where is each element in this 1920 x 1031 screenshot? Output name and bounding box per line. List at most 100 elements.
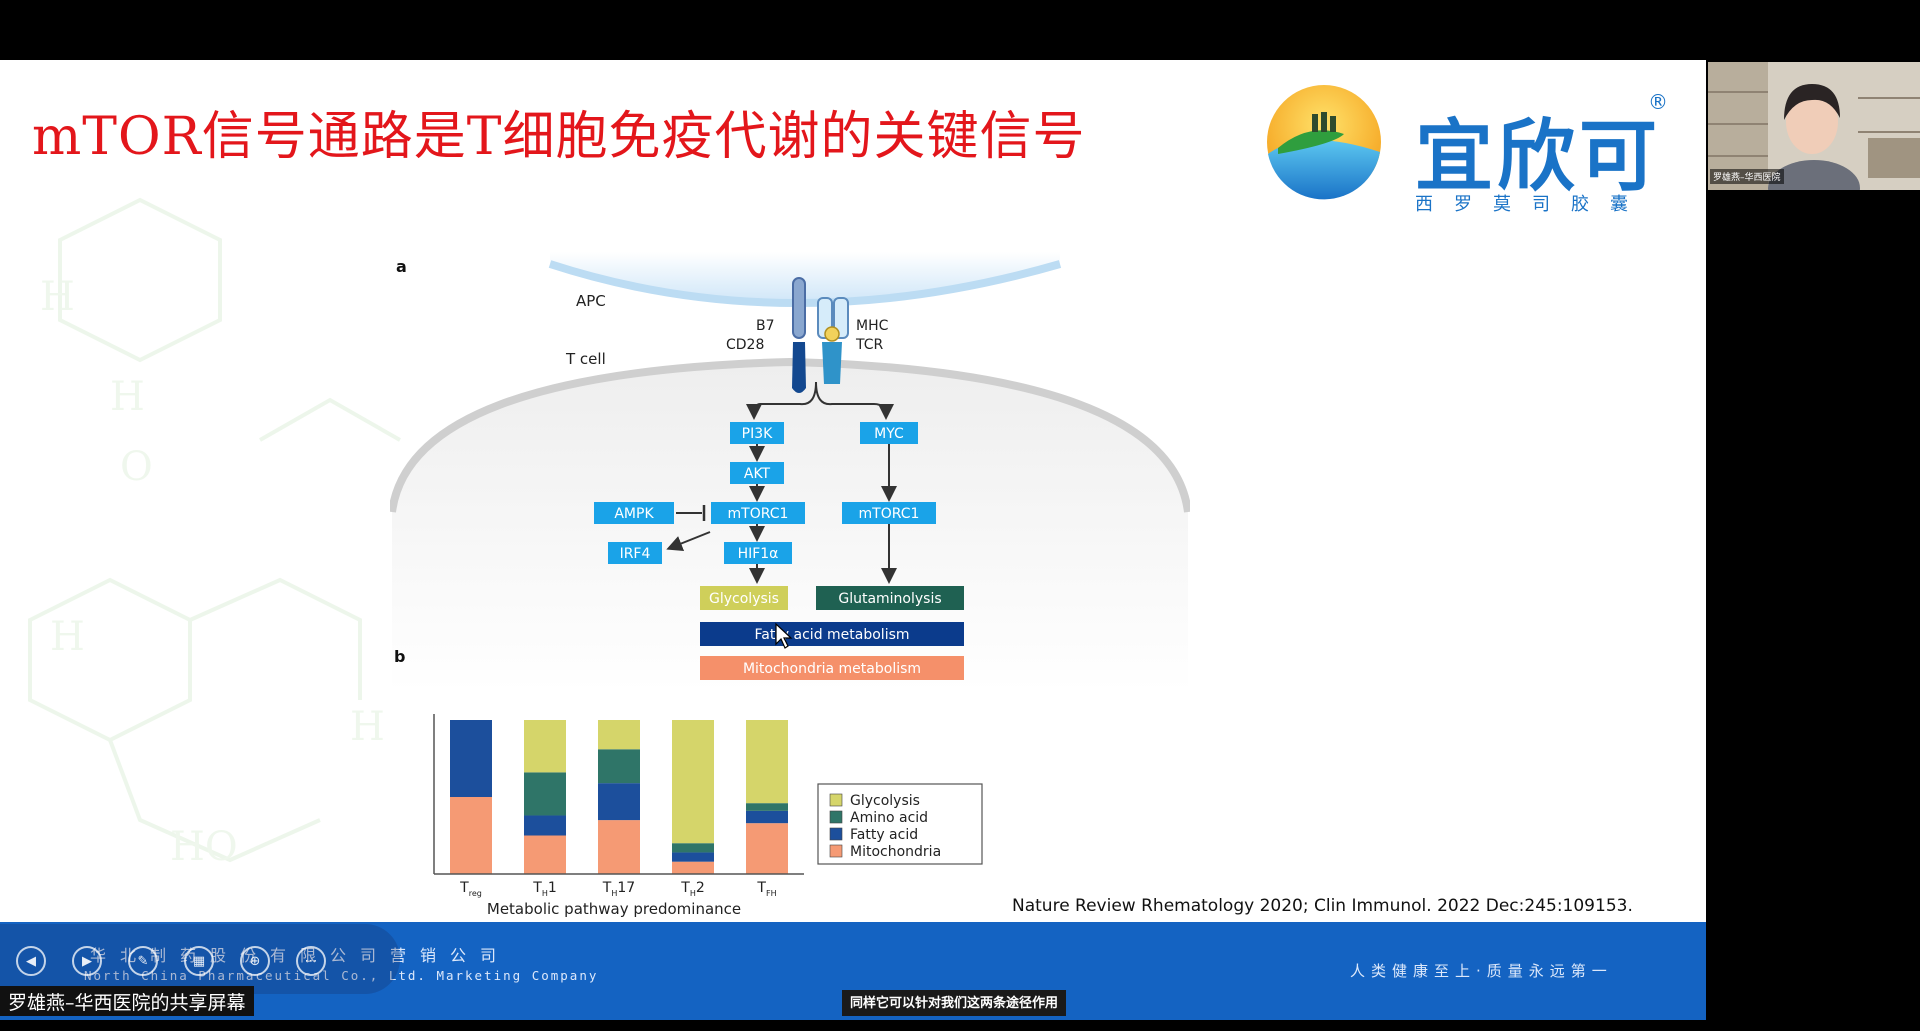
panel-label-b: b bbox=[394, 647, 405, 666]
tcr-label: TCR bbox=[855, 337, 884, 353]
legend-label-3: Mitochondria bbox=[850, 844, 941, 860]
pen-icon[interactable]: ✎ bbox=[128, 946, 158, 976]
node-pi3k: PI3K bbox=[730, 422, 784, 444]
legend-box bbox=[817, 783, 983, 865]
cd28-label: CD28 bbox=[726, 337, 764, 353]
citation: Nature Review Rhematology 2020; Clin Imm… bbox=[1012, 896, 1633, 916]
node-mitochondria: Mitochondria metabolism bbox=[700, 656, 964, 680]
previous-slide-icon[interactable]: ◀ bbox=[16, 946, 46, 976]
registered-mark: ® bbox=[1648, 90, 1668, 114]
bar-segment-glycolysis-2 bbox=[598, 720, 640, 750]
svg-text:mTORC1: mTORC1 bbox=[728, 506, 789, 522]
node-myc: MYC bbox=[860, 422, 918, 444]
tcell-label: T cell bbox=[565, 350, 606, 368]
bar-segment-mitochondria-3 bbox=[672, 861, 714, 874]
svg-text:H: H bbox=[350, 704, 385, 750]
zoom-icon[interactable]: ⊕ bbox=[240, 946, 270, 976]
svg-text:HO: HO bbox=[170, 824, 238, 870]
svg-text:MYC: MYC bbox=[874, 426, 904, 442]
legend-swatch-3 bbox=[829, 844, 843, 858]
brand-logo: 宜欣可 ® 西罗莫司胶囊 bbox=[1262, 82, 1682, 215]
node-mtorc1-right: mTORC1 bbox=[842, 502, 936, 524]
svg-text:Glycolysis: Glycolysis bbox=[709, 591, 779, 607]
panel-label-a: a bbox=[396, 257, 407, 276]
svg-text:H: H bbox=[50, 614, 85, 660]
legend-swatch-0 bbox=[829, 793, 843, 807]
bar-segment-fatty-acid-4 bbox=[746, 810, 788, 824]
legend-label-1: Amino acid bbox=[850, 810, 928, 826]
bar-segment-fatty-acid-3 bbox=[672, 852, 714, 862]
node-glycolysis: Glycolysis bbox=[700, 586, 788, 610]
bar-segment-fatty-acid-0 bbox=[450, 720, 492, 797]
bar-segment-mitochondria-1 bbox=[524, 835, 566, 874]
slogan: 人类健康至上·质量永远第一 bbox=[1350, 962, 1613, 980]
logo-brand-text: 宜欣可 bbox=[1415, 112, 1662, 202]
node-mtorc1-left: mTORC1 bbox=[711, 502, 805, 524]
node-fatty-acid: Fatty acid metabolism bbox=[700, 622, 964, 646]
live-caption: 同样它可以针对我们这两条途径作用 bbox=[842, 990, 1067, 1016]
bar-segment-glycolysis-1 bbox=[524, 720, 566, 773]
node-ampk: AMPK bbox=[594, 502, 674, 524]
legend-label-0: Glycolysis bbox=[850, 793, 920, 809]
svg-text:IRF4: IRF4 bbox=[620, 546, 651, 562]
x-axis-label: Metabolic pathway predominance bbox=[487, 900, 741, 918]
bar-segment-amino-acid-3 bbox=[672, 843, 714, 853]
svg-text:Fatty acid metabolism: Fatty acid metabolism bbox=[754, 627, 909, 643]
bar-segment-amino-acid-4 bbox=[746, 803, 788, 811]
more-options-icon[interactable]: ⋯ bbox=[296, 946, 326, 976]
apc-label: APC bbox=[576, 292, 606, 310]
x-tick-label-1: TH1 bbox=[532, 880, 557, 898]
legend-swatch-1 bbox=[829, 810, 843, 824]
svg-text:mTORC1: mTORC1 bbox=[859, 506, 920, 522]
company-name-en: North China Pharmaceutical Co., Ltd. Mar… bbox=[84, 968, 599, 983]
presentation-controls: ◀ ▶ ✎ ▦ ⊕ ⋯ bbox=[0, 924, 400, 994]
x-tick-label-0: Treg bbox=[459, 880, 482, 898]
pathway-diagram: a APC T cell B7 CD28 MHC TCR PI3K MYC AK… bbox=[390, 252, 1190, 692]
svg-text:Glutaminolysis: Glutaminolysis bbox=[838, 591, 941, 607]
bar-segment-glycolysis-4 bbox=[746, 720, 788, 804]
tcell-membrane bbox=[390, 357, 1190, 513]
bar-segment-amino-acid-2 bbox=[598, 749, 640, 784]
bar-segment-fatty-acid-2 bbox=[598, 783, 640, 821]
bar-segment-fatty-acid-1 bbox=[524, 815, 566, 836]
node-glutaminolysis: Glutaminolysis bbox=[816, 586, 964, 610]
bar-segment-mitochondria-2 bbox=[598, 820, 640, 874]
svg-text:Mitochondria metabolism: Mitochondria metabolism bbox=[743, 661, 921, 677]
node-irf4: IRF4 bbox=[608, 542, 662, 564]
bar-segment-mitochondria-4 bbox=[746, 823, 788, 874]
webcam-video bbox=[1708, 62, 1920, 190]
mhc-label: MHC bbox=[856, 318, 889, 334]
logo-subtitle: 西罗莫司胶囊 bbox=[1415, 194, 1649, 215]
svg-text:HIF1α: HIF1α bbox=[738, 546, 779, 562]
svg-text:H: H bbox=[40, 274, 75, 320]
slides-icon[interactable]: ▦ bbox=[184, 946, 214, 976]
svg-text:PI3K: PI3K bbox=[742, 426, 773, 442]
bar-segment-mitochondria-0 bbox=[450, 797, 492, 874]
webcam-thumbnail[interactable]: 罗雄燕–华西医院 bbox=[1708, 62, 1920, 190]
slide-title: mTOR信号通路是T细胞免疫代谢的关键信号 bbox=[32, 107, 1086, 167]
node-akt: AKT bbox=[730, 462, 784, 484]
cd28-receptor bbox=[792, 277, 806, 393]
slide: H H H HO H O mTOR信号通路是T细胞免疫代谢的关键信号 bbox=[0, 60, 1706, 1020]
tcell-body bbox=[392, 362, 1188, 692]
chemical-structure-background: H H H HO H O bbox=[28, 197, 401, 870]
x-tick-label-4: TFH bbox=[756, 880, 776, 898]
next-slide-icon[interactable]: ▶ bbox=[72, 946, 102, 976]
x-tick-label-2: TH17 bbox=[602, 880, 635, 898]
mhc-tcr-receptor bbox=[817, 297, 849, 384]
legend-swatch-2 bbox=[829, 827, 843, 841]
svg-text:AMPK: AMPK bbox=[614, 506, 654, 522]
screen-share-label: 罗雄燕–华西医院的共享屏幕 bbox=[0, 986, 254, 1016]
b7-label: B7 bbox=[756, 318, 775, 334]
x-tick-label-3: TH2 bbox=[680, 880, 705, 898]
bar-segment-amino-acid-1 bbox=[524, 772, 566, 816]
bar-segment-glycolysis-3 bbox=[672, 720, 714, 844]
mouse-cursor-icon bbox=[775, 622, 793, 649]
ampk-inhibition bbox=[676, 505, 706, 521]
legend-label-2: Fatty acid bbox=[850, 827, 918, 843]
svg-text:O: O bbox=[120, 444, 153, 490]
logo-emblem-icon bbox=[1267, 85, 1381, 200]
svg-text:AKT: AKT bbox=[744, 466, 771, 482]
node-hif1a: HIF1α bbox=[724, 542, 792, 564]
